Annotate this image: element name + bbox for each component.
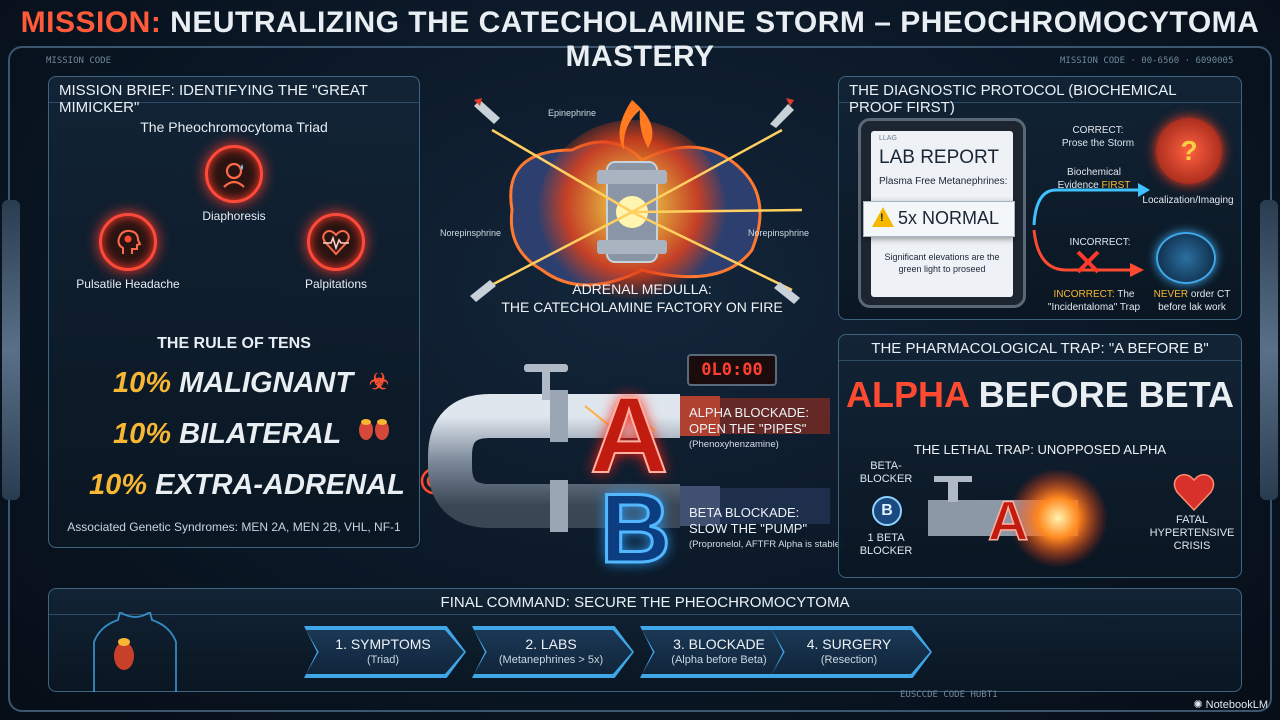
beta-blockade-label: BETA BLOCKADE: SLOW THE "PUMP" (Proprone… bbox=[689, 505, 844, 550]
head-pulse-icon bbox=[99, 213, 157, 271]
mission-code-right: MISSION CODE · 00-6560 · 6090005 bbox=[1060, 56, 1234, 66]
lab-report-tablet: LLAG LAB REPORT Plasma Free Metanephrine… bbox=[858, 118, 1026, 308]
one-beta-blocker-label: 1 BETA BLOCKER bbox=[859, 532, 913, 557]
title-rest: NEUTRALIZING THE CATECHOLAMINE STORM – P… bbox=[170, 6, 1260, 73]
step-3-text: 3. BLOCKADE (Alpha before Beta) bbox=[671, 636, 767, 666]
brand-label: ✺ NotebookLM bbox=[1193, 699, 1268, 711]
symptom-label: Diaphoresis bbox=[202, 209, 266, 223]
incorrect-label: INCORRECT: bbox=[1069, 237, 1131, 248]
right-rail bbox=[1260, 200, 1278, 500]
diagnostic-heading: THE DIAGNOSTIC PROTOCOL (BIOCHEMICAL PRO… bbox=[839, 77, 1241, 116]
page-title: MISSION: NEUTRALIZING THE CATECHOLAMINE … bbox=[0, 6, 1280, 74]
kidney-question-icon: ? bbox=[1156, 118, 1222, 184]
tens-extra-adrenal: 10% EXTRA-ADRENAL bbox=[89, 467, 448, 502]
correct-label: CORRECT: Prose the Storm bbox=[1061, 125, 1135, 149]
norepinephrine-right-label: Norepinsphrine bbox=[748, 228, 810, 238]
beta-letter: B bbox=[599, 472, 673, 585]
tablet-screen: LLAG LAB REPORT Plasma Free Metanephrine… bbox=[863, 131, 1015, 297]
beta-badge-icon: B bbox=[872, 496, 902, 526]
ct-scan-icon bbox=[1156, 232, 1216, 284]
triad-title: The Pheochromocytoma Triad bbox=[140, 119, 328, 135]
trap-alpha-letter: A bbox=[988, 489, 1028, 552]
never-ct-label: NEVER order CT before lak work bbox=[1153, 289, 1231, 313]
warning-icon bbox=[872, 207, 894, 227]
symptom-label: Palpitations bbox=[304, 277, 368, 291]
kidneys-icon bbox=[357, 417, 391, 446]
lab-note: Significant elevations are the green lig… bbox=[884, 252, 1000, 274]
adrenal-gland-illustration bbox=[470, 98, 803, 310]
sweat-face-icon bbox=[205, 145, 263, 203]
pipe-system-illustration bbox=[428, 364, 830, 532]
final-command-heading: FINAL COMMAND: SECURE THE PHEOCHROMOCYTO… bbox=[49, 589, 1241, 615]
genetic-syndromes: Associated Genetic Syndromes: MEN 2A, ME… bbox=[67, 520, 401, 534]
evidence-label: Biochemical Evidence FIRST bbox=[1057, 167, 1131, 191]
left-rail bbox=[2, 200, 20, 500]
lethal-trap-label: THE LETHAL TRAP: UNOPPOSED ALPHA bbox=[913, 442, 1167, 457]
body-outline-illustration bbox=[93, 612, 177, 692]
step-4-text: 4. SURGERY (Resection) bbox=[806, 636, 892, 666]
alpha-before-beta-title: ALPHA BEFORE BETA bbox=[845, 374, 1235, 415]
bottom-code: EUSCCDE CODE HUBT1 bbox=[900, 690, 998, 700]
lab-report-title: LAB REPORT bbox=[879, 147, 1000, 168]
mission-brief-heading: MISSION BRIEF: IDENTIFYING THE "GREAT MI… bbox=[49, 77, 419, 116]
beta-blocker-label: BETA- BLOCKER bbox=[859, 460, 913, 485]
symptom-diaphoresis: Diaphoresis bbox=[159, 145, 309, 223]
heart-icon bbox=[1173, 473, 1215, 512]
epinephrine-label: Epinephrine bbox=[548, 108, 597, 118]
plasma-label: Plasma Free Metanephrines: bbox=[879, 176, 1008, 187]
step-1-text: 1. SYMPTOMS (Triad) bbox=[335, 636, 431, 666]
norepinephrine-left-label: Norepinsphrine bbox=[440, 228, 502, 238]
tens-bilateral: 10% BILATERAL bbox=[113, 417, 391, 451]
title-prefix: MISSION: bbox=[20, 6, 162, 39]
mission-brief-panel: MISSION BRIEF: IDENTIFYING THE "GREAT MI… bbox=[48, 76, 448, 548]
step-symptoms bbox=[306, 630, 464, 674]
notebook-logo-icon: ✺ bbox=[1193, 699, 1203, 711]
unopposed-alpha-illustration: A bbox=[928, 470, 1108, 568]
symptom-palpitations: Palpitations bbox=[261, 213, 411, 291]
step-labs bbox=[474, 630, 632, 674]
lab-result: ! 5x NORMAL bbox=[863, 201, 1015, 237]
mission-code-left: MISSION CODE bbox=[46, 56, 112, 66]
fatal-crisis-label: FATAL HYPERTENSIVE CRISIS bbox=[1149, 514, 1235, 552]
diagnostic-arrows bbox=[1032, 183, 1150, 277]
rule-of-tens-title: THE RULE OF TENS bbox=[157, 335, 311, 352]
localization-label: Localization/Imaging bbox=[1142, 195, 1234, 206]
symptom-headache: Pulsatile Headache bbox=[53, 213, 203, 291]
tens-malignant: 10% MALIGNANT ☣ bbox=[113, 367, 389, 399]
biohazard-icon: ☣ bbox=[369, 369, 389, 394]
heart-ecg-icon bbox=[307, 213, 365, 271]
step-blockade bbox=[642, 630, 800, 674]
countdown-timer: 0L0:00 bbox=[687, 354, 777, 386]
alpha-blockade-label: ALPHA BLOCKADE: OPEN THE "PIPES" (Phenox… bbox=[689, 405, 809, 450]
symptom-label: Pulsatile Headache bbox=[76, 277, 180, 291]
alpha-letter: A bbox=[589, 373, 669, 496]
incidentaloma-trap-label: INCORRECT: The "Incidentaloma" Trap bbox=[1047, 289, 1141, 313]
step-2-text: 2. LABS (Metanephrines > 5x) bbox=[498, 636, 604, 666]
trap-heading: THE PHARMACOLOGICAL TRAP: "A BEFORE B" bbox=[839, 335, 1241, 361]
step-surgery bbox=[772, 630, 930, 674]
adrenal-medulla-caption: ADRENAL MEDULLA: THE CATECHOLAMINE FACTO… bbox=[501, 281, 783, 315]
